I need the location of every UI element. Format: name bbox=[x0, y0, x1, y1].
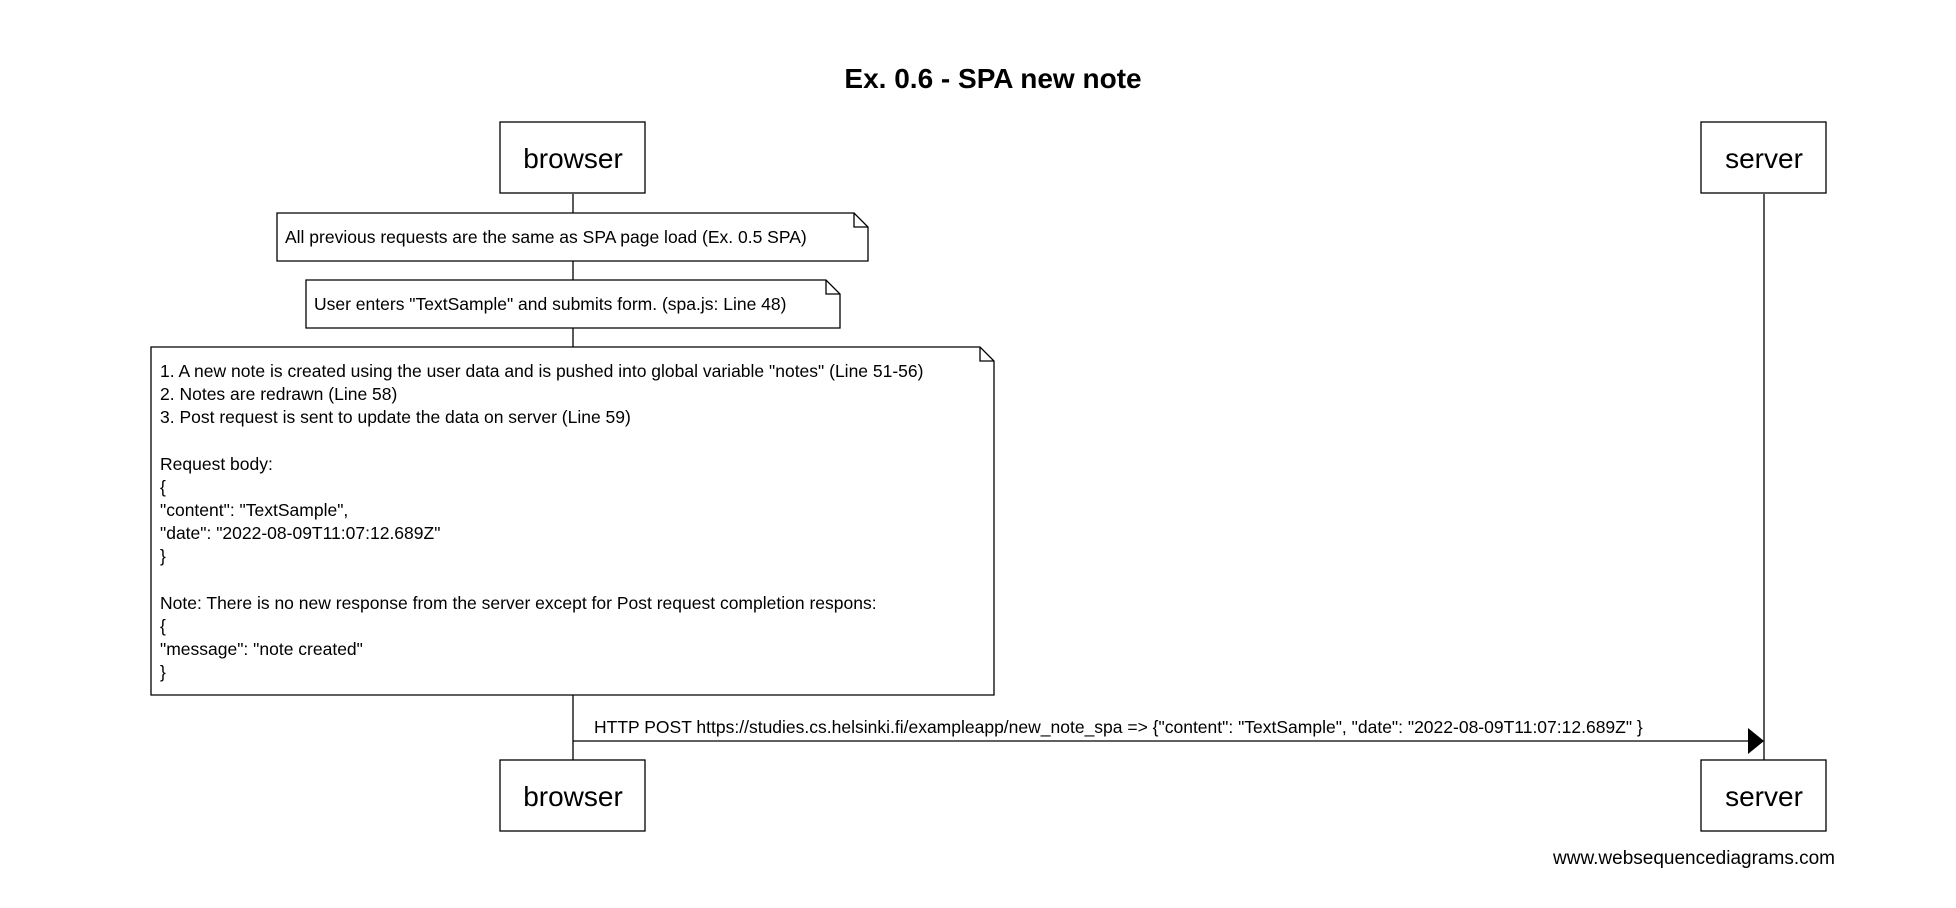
watermark-text[interactable]: www.websequencediagrams.com bbox=[1552, 848, 1835, 869]
note-text-line: All previous requests are the same as SP… bbox=[285, 227, 807, 247]
arrowhead-icon bbox=[1748, 728, 1764, 754]
note-user-enters: User enters "TextSample" and submits for… bbox=[305, 279, 841, 329]
note-text-line: 3. Post request is sent to update the da… bbox=[160, 407, 631, 427]
note-text-line: } bbox=[160, 662, 166, 682]
participant-label-browser: browser bbox=[523, 781, 623, 812]
note-text-line: { bbox=[160, 616, 166, 636]
note-text-line: "message": "note created" bbox=[160, 639, 363, 659]
note-text-line: Request body: bbox=[160, 454, 273, 474]
participant-server-top: server bbox=[1700, 121, 1827, 194]
participant-label-browser: browser bbox=[523, 143, 623, 174]
note-text-line: Note: There is no new response from the … bbox=[160, 593, 877, 613]
participant-browser-bottom: browser bbox=[499, 759, 646, 832]
diagram-title: Ex. 0.6 - SPA new note bbox=[844, 63, 1141, 94]
participant-browser-top: browser bbox=[499, 121, 646, 194]
message-label: HTTP POST https://studies.cs.helsinki.fi… bbox=[594, 717, 1643, 738]
participant-label-server: server bbox=[1725, 781, 1803, 812]
note-text-line: 1. A new note is created using the user … bbox=[160, 361, 923, 381]
note-text-line: 2. Notes are redrawn (Line 58) bbox=[160, 384, 397, 404]
note-spa-details: 1. A new note is created using the user … bbox=[150, 346, 995, 696]
note-previous-requests: All previous requests are the same as SP… bbox=[276, 212, 869, 262]
note-text-line: "date": "2022-08-09T11:07:12.689Z" bbox=[160, 523, 440, 543]
note-text-line: } bbox=[160, 546, 166, 566]
note-text-line: { bbox=[160, 477, 166, 497]
note-text-line: User enters "TextSample" and submits for… bbox=[314, 294, 786, 314]
message-http-post: HTTP POST https://studies.cs.helsinki.fi… bbox=[573, 717, 1764, 754]
participant-label-server: server bbox=[1725, 143, 1803, 174]
participant-server-bottom: server bbox=[1700, 759, 1827, 832]
note-text-line: "content": "TextSample", bbox=[160, 500, 348, 520]
